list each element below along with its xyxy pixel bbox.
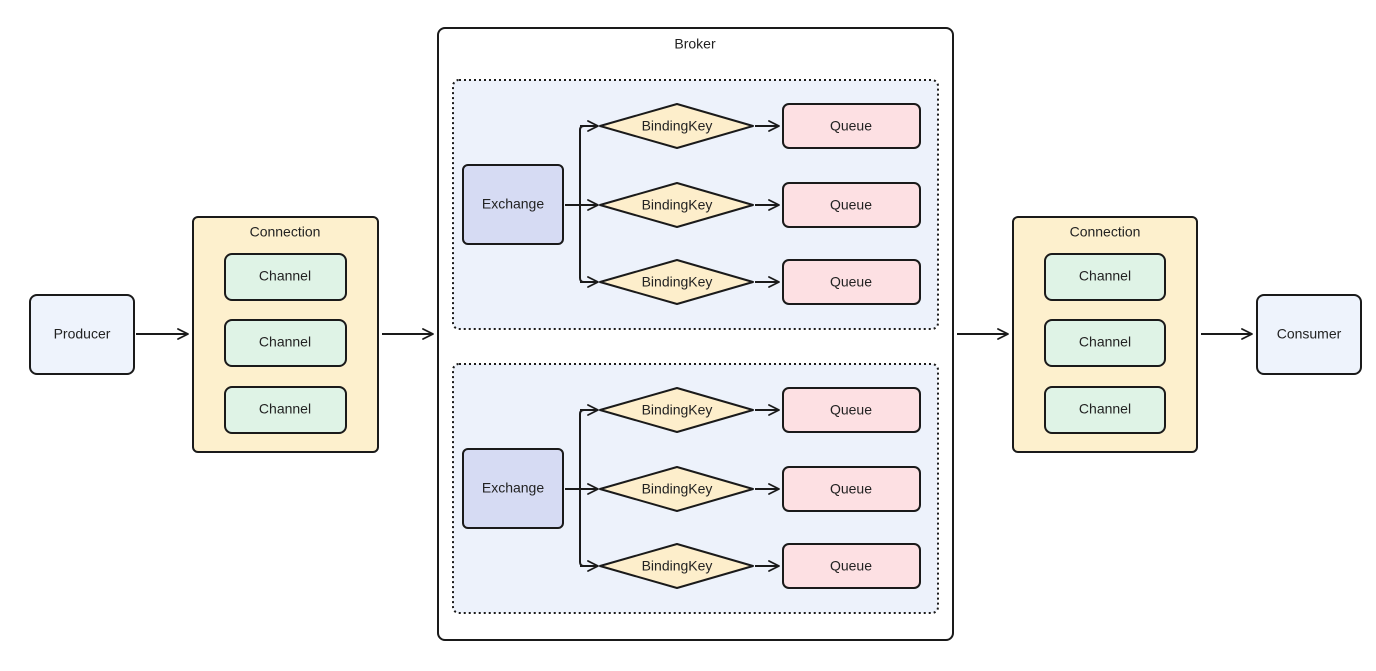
consumer-channel[interactable]: Channel bbox=[1044, 319, 1166, 367]
binding-key-label: BindingKey bbox=[642, 274, 713, 290]
producer-connection: Connection Channel Channel Channel bbox=[192, 216, 379, 453]
queue-node[interactable]: Queue bbox=[782, 103, 921, 149]
binding-key-diamond[interactable]: BindingKey bbox=[599, 182, 754, 228]
consumer-label: Consumer bbox=[1277, 326, 1342, 342]
queue-node[interactable]: Queue bbox=[782, 259, 921, 305]
consumer-connection-title: Connection bbox=[1070, 224, 1141, 240]
producer-channel[interactable]: Channel bbox=[224, 319, 347, 367]
consumer-connection: Connection Channel Channel Channel bbox=[1012, 216, 1198, 453]
queue-node[interactable]: Queue bbox=[782, 387, 921, 433]
consumer-channel[interactable]: Channel bbox=[1044, 386, 1166, 434]
exchange-node[interactable]: Exchange bbox=[462, 164, 564, 245]
binding-key-diamond[interactable]: BindingKey bbox=[599, 387, 754, 433]
broker: Broker Exchange BindingKey BindingKey bbox=[437, 27, 954, 641]
consumer-channel-label: Channel bbox=[1079, 334, 1131, 350]
binding-key-diamond[interactable]: BindingKey bbox=[599, 466, 754, 512]
producer-channel[interactable]: Channel bbox=[224, 386, 347, 434]
queue-node[interactable]: Queue bbox=[782, 543, 921, 589]
producer-label: Producer bbox=[54, 326, 111, 342]
queue-node[interactable]: Queue bbox=[782, 466, 921, 512]
binding-key-label: BindingKey bbox=[642, 402, 713, 418]
queue-label: Queue bbox=[830, 274, 872, 290]
binding-key-label: BindingKey bbox=[642, 197, 713, 213]
producer-channel-label: Channel bbox=[259, 268, 311, 284]
consumer-channel-label: Channel bbox=[1079, 401, 1131, 417]
consumer-channel[interactable]: Channel bbox=[1044, 253, 1166, 301]
queue-label: Queue bbox=[830, 118, 872, 134]
producer-node[interactable]: Producer bbox=[29, 294, 135, 375]
binding-key-diamond[interactable]: BindingKey bbox=[599, 543, 754, 589]
binding-key-label: BindingKey bbox=[642, 481, 713, 497]
queue-label: Queue bbox=[830, 481, 872, 497]
queue-node[interactable]: Queue bbox=[782, 182, 921, 228]
producer-channel[interactable]: Channel bbox=[224, 253, 347, 301]
producer-channel-label: Channel bbox=[259, 334, 311, 350]
producer-connection-title: Connection bbox=[250, 224, 321, 240]
exchange-label: Exchange bbox=[482, 480, 544, 496]
queue-label: Queue bbox=[830, 197, 872, 213]
binding-key-label: BindingKey bbox=[642, 118, 713, 134]
binding-key-label: BindingKey bbox=[642, 558, 713, 574]
queue-label: Queue bbox=[830, 558, 872, 574]
exchange-group: Exchange BindingKey BindingKey BindingKe… bbox=[452, 79, 939, 330]
binding-key-diamond[interactable]: BindingKey bbox=[599, 103, 754, 149]
consumer-node[interactable]: Consumer bbox=[1256, 294, 1362, 375]
consumer-channel-label: Channel bbox=[1079, 268, 1131, 284]
exchange-group: Exchange BindingKey BindingKey BindingKe… bbox=[452, 363, 939, 614]
exchange-node[interactable]: Exchange bbox=[462, 448, 564, 529]
queue-label: Queue bbox=[830, 402, 872, 418]
binding-key-diamond[interactable]: BindingKey bbox=[599, 259, 754, 305]
producer-channel-label: Channel bbox=[259, 401, 311, 417]
exchange-label: Exchange bbox=[482, 196, 544, 212]
broker-title: Broker bbox=[674, 36, 716, 52]
